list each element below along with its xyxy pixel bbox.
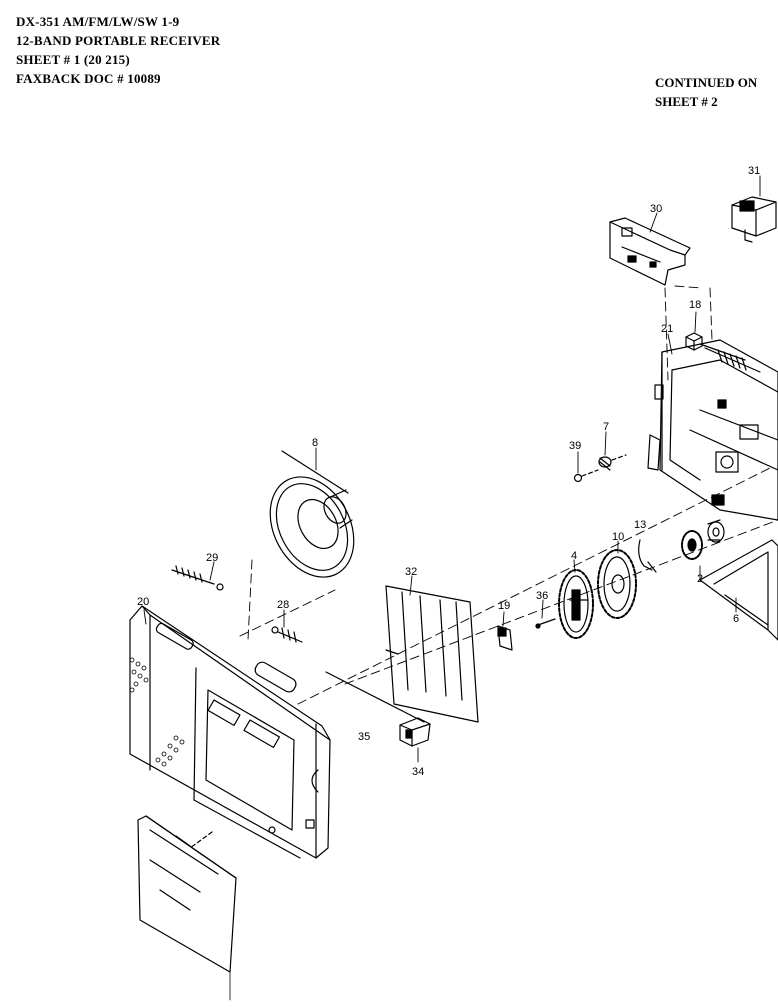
continued-line-2: SHEET # 2 [655,94,718,109]
part-35-wire [325,671,425,723]
callout-39: 39 [569,440,581,452]
description-line: 12-BAND PORTABLE RECEIVER [16,33,221,48]
part-34-plug [399,717,431,747]
callout-13: 13 [634,519,646,531]
part-2-tuning-knob [681,519,725,560]
part-19-connector [497,625,513,651]
speaker [269,476,355,578]
part-20-front-cabinet [129,605,331,859]
callout-36: 36 [536,590,548,602]
callout-19: 19 [498,600,510,612]
part-36-pin [535,618,556,629]
part-7-spring [598,454,627,471]
callout-8: 8 [312,437,318,449]
callout-32: 32 [405,566,417,578]
part-29-screw [171,565,224,591]
callout-35: 35 [358,731,370,743]
part-13-spring-wire [638,539,657,573]
front-window-lens [137,815,237,973]
callout-28: 28 [277,599,289,611]
part-10-gear [597,549,637,619]
callout-20: 20 [137,596,149,608]
part-32-circuit-board [385,585,479,723]
sheet-line: SHEET # 1 (20 215) [16,52,130,67]
callout-30: 30 [650,203,662,215]
faxback-line: FAXBACK DOC # 10089 [16,71,161,86]
callout-34: 34 [412,766,424,778]
part-21-chassis [647,339,778,521]
part-39-ball [573,469,599,483]
callout-6: 6 [733,613,739,625]
sheet-header: DX-351 AM/FM/LW/SW 1-9 12-BAND PORTABLE … [16,12,220,88]
model-line: DX-351 AM/FM/LW/SW 1-9 [16,14,180,29]
callout-29: 29 [206,552,218,564]
callout-21: 21 [661,323,673,335]
part-18-small-block [685,332,703,351]
callout-7: 7 [603,421,609,433]
callout-31: 31 [748,165,760,177]
callout-4: 4 [571,550,577,562]
part-31-switch-knob [731,196,777,243]
callout-18: 18 [689,299,701,311]
callout-10: 10 [612,531,624,543]
part-6-side-panel [699,539,778,641]
callout-2: 2 [697,573,703,585]
continued-line-1: CONTINUED ON [655,75,758,90]
assembly-axis-lines [239,285,778,705]
part-4-gear [558,569,594,639]
part-8-wire [281,450,349,494]
part-30-slide-cover [609,217,691,286]
continued-note: CONTINUED ON SHEET # 2 [655,73,757,111]
part-28-screw [271,626,303,643]
